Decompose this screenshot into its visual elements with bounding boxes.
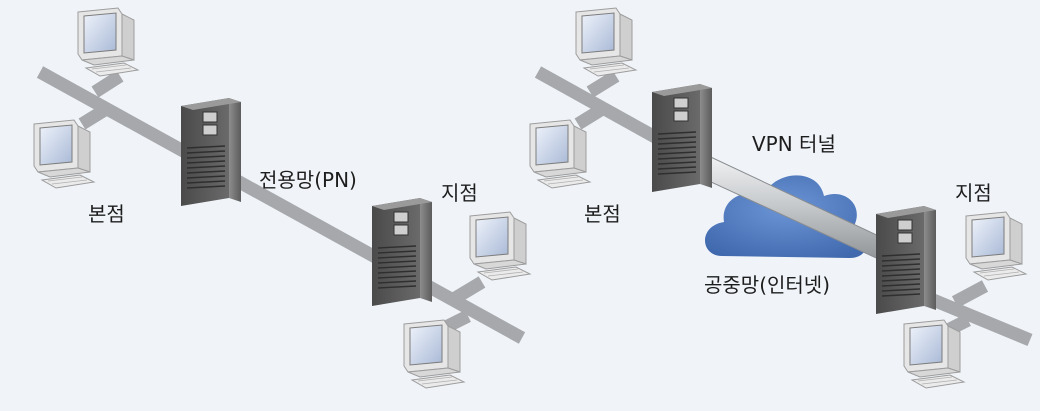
right-branch-server-icon [875,205,937,315]
left-branch-server-icon [371,197,433,307]
right-vpn-network [529,7,1033,389]
right-hq-label: 본점 [584,202,621,226]
left-private-network-label: 전용망(PN) [259,168,357,192]
left-hq-server-icon [180,97,242,207]
left-branch-computer-1-desktop-computer-icon [469,211,531,281]
public-network-label: 공중망(인터넷) [704,273,831,297]
left-private-network [33,7,531,389]
left-hq-label: 본점 [88,202,125,226]
right-branch-computer-2-desktop-computer-icon [903,319,965,389]
left-hq-computer-2-desktop-computer-icon [33,119,95,189]
right-hq-computer-1-desktop-computer-icon [575,7,637,77]
left-hq-computer-1-desktop-computer-icon [77,7,139,77]
right-branch-label: 지점 [955,181,992,205]
right-hq-server-icon [651,83,713,193]
vpn-tunnel-label: VPN 터널 [752,132,836,156]
right-branch-computer-1-desktop-computer-icon [965,211,1027,281]
left-branch-label: 지점 [441,181,478,205]
left-branch-computer-2-desktop-computer-icon [403,319,465,389]
right-hq-computer-2-desktop-computer-icon [529,119,591,189]
